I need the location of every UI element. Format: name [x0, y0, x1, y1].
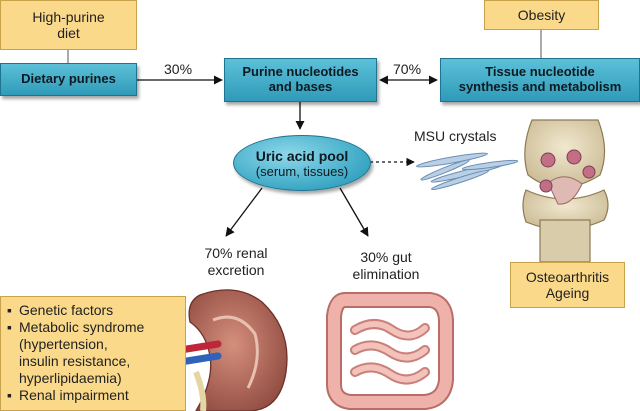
- osteoarthritis-line1: Osteoarthritis: [525, 268, 610, 285]
- high-purine-diet-line2: diet: [57, 25, 80, 41]
- risk-factor-subtext: hyperlipidaemia): [19, 370, 122, 386]
- msu-crystals-label: MSU crystals: [414, 128, 497, 144]
- joint-illustration: [522, 119, 609, 263]
- bullet-icon: ▪: [7, 319, 12, 335]
- obesity-label: Obesity: [517, 6, 566, 23]
- tissue-percentage-label: 70%: [393, 61, 422, 77]
- obesity-box: Obesity: [484, 0, 599, 30]
- purine-nucleotides-line2: and bases: [268, 79, 333, 94]
- bullet-icon: ▪: [7, 302, 12, 318]
- intestine-illustration: [326, 292, 454, 410]
- pool-to-gut-arrow: [339, 187, 369, 237]
- purine-nucleotides-line1: Purine nucleotides: [242, 64, 359, 80]
- purine-nucleotides-box: Purine nucleotides and bases: [224, 58, 377, 102]
- dietary-purines-box: Dietary purines: [0, 63, 137, 96]
- tissue-synthesis-box: Tissue nucleotide synthesis and metaboli…: [440, 58, 640, 102]
- bullet-icon: ▪: [7, 387, 12, 403]
- risk-factor-item: ▪ Renal impairment: [7, 387, 179, 404]
- uric-acid-pool-ellipse: Uric acid pool (serum, tissues): [233, 135, 371, 191]
- high-purine-diet-box: High-purine diet: [0, 0, 137, 50]
- diet-percentage-label: 30%: [164, 61, 193, 77]
- uric-acid-pool-line1: Uric acid pool: [255, 147, 349, 164]
- osteoarthritis-box: Osteoarthritis Ageing: [510, 262, 625, 308]
- gut-elimination-line2: elimination: [352, 265, 420, 282]
- risk-factor-text: Metabolic syndrome: [19, 319, 145, 335]
- risk-factor-subtext: insulin resistance,: [19, 353, 131, 369]
- renal-excretion-line1: 70% renal: [204, 245, 268, 261]
- uric-acid-pool-line2: (serum, tissues): [255, 163, 349, 179]
- risk-factor-subtext: (hypertension,: [19, 336, 108, 352]
- risk-factor-item: ▪ Genetic factors: [7, 302, 179, 319]
- risk-factor-text: Genetic factors: [19, 302, 114, 318]
- msu-crystals-illustration: [416, 152, 519, 191]
- high-purine-diet-line1: High-purine: [32, 8, 105, 25]
- osteoarthritis-line2: Ageing: [545, 285, 590, 301]
- renal-excretion-label: 70% renal excretion: [196, 245, 276, 279]
- risk-factors-box: ▪ Genetic factors ▪ Metabolic syndrome (…: [0, 296, 186, 411]
- renal-excretion-line2: excretion: [207, 261, 265, 278]
- dietary-purines-label: Dietary purines: [21, 71, 116, 87]
- tissue-synthesis-line2: synthesis and metabolism: [458, 79, 622, 94]
- gut-elimination-line1: 30% gut: [360, 249, 412, 265]
- gut-elimination-label: 30% gut elimination: [348, 249, 424, 283]
- tissue-synthesis-line1: Tissue nucleotide: [485, 64, 595, 80]
- risk-factor-item: ▪ Metabolic syndrome: [7, 319, 179, 336]
- risk-factor-text: Renal impairment: [19, 387, 129, 403]
- pool-to-renal-arrow: [225, 187, 263, 237]
